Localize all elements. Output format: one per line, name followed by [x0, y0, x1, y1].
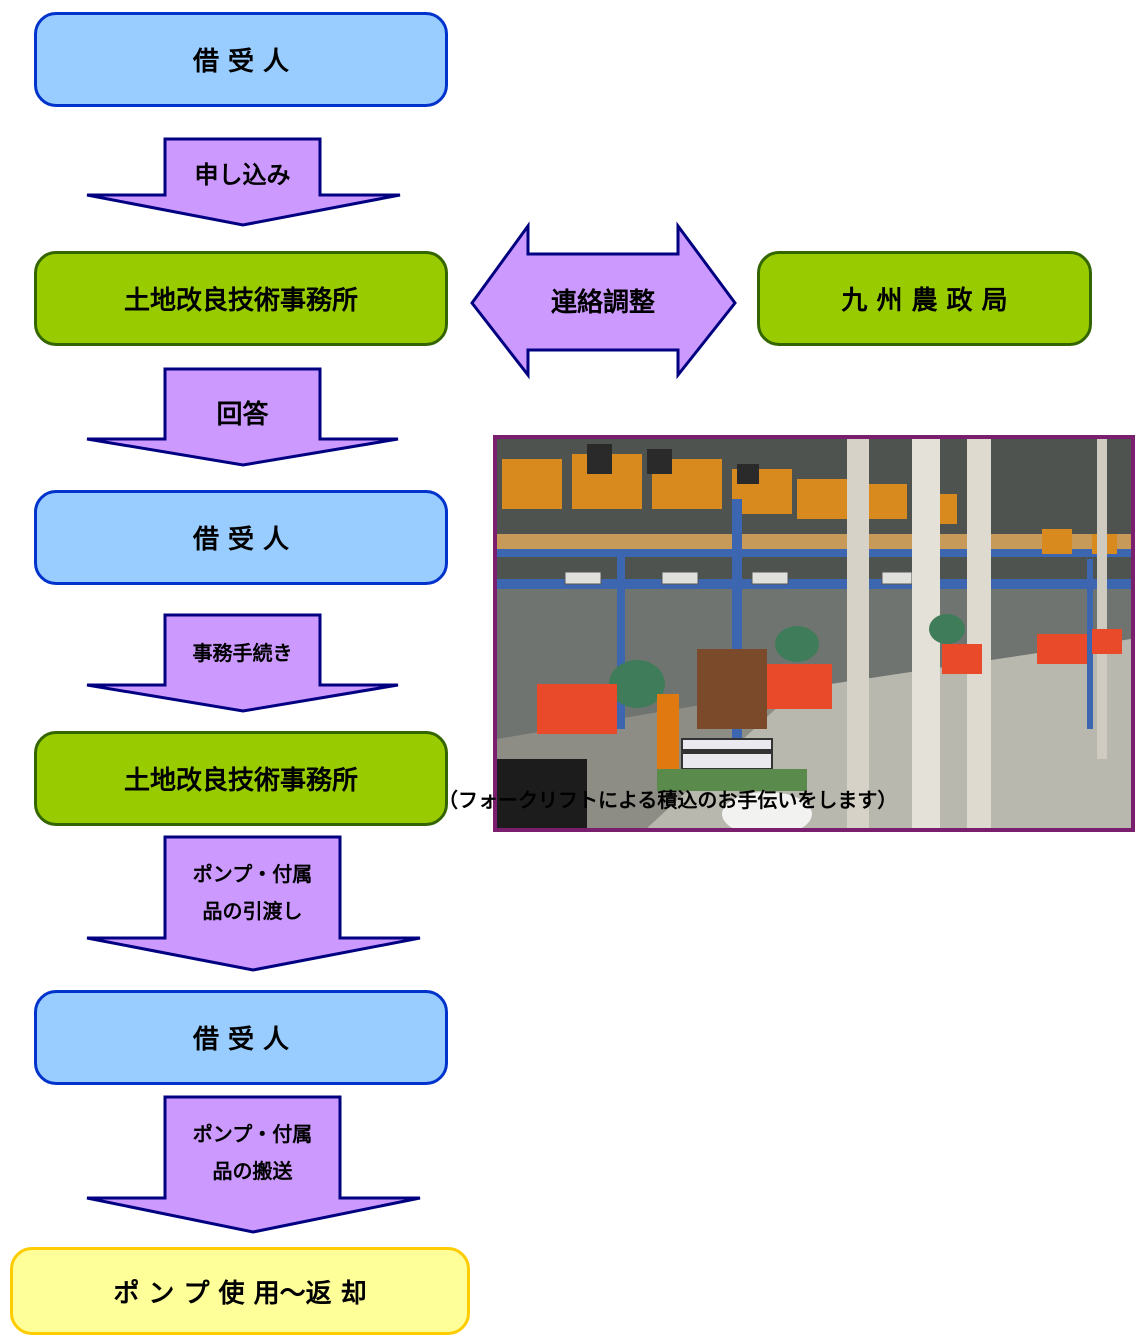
- kyushu-label: 九 州 農 政 局: [841, 286, 1008, 316]
- handover-arrow-label: ポンプ・付属 品の引渡し: [192, 862, 313, 923]
- down-arrow-apply: [86, 137, 401, 227]
- borrower-label: 借 受 人: [192, 1025, 290, 1055]
- office-label: 土地改良技術事務所: [123, 766, 358, 796]
- coordinate-arrow-label: 連絡調整: [550, 287, 655, 318]
- land-improvement-office-box-1: 土地改良技術事務所: [34, 251, 448, 346]
- pump-warehouse-photo: [493, 435, 1135, 832]
- warehouse-illustration: [497, 439, 1131, 828]
- down-arrow-reply: [86, 367, 399, 467]
- pump-use-return-box: ポ ン プ 使 用〜返 却: [10, 1247, 470, 1335]
- forklift-loading-note: （フォークリフトによる積込のお手伝いをします）: [438, 787, 898, 812]
- borrower-label: 借 受 人: [192, 525, 290, 555]
- office-label: 土地改良技術事務所: [123, 286, 358, 316]
- kyushu-agricultural-bureau-box: 九 州 農 政 局: [757, 251, 1092, 346]
- apply-arrow-label: 申し込み: [194, 161, 291, 190]
- borrower-box-3: 借 受 人: [34, 990, 448, 1085]
- transport-arrow-label: ポンプ・付属 品の搬送: [192, 1122, 313, 1183]
- final-label: ポ ン プ 使 用〜返 却: [113, 1278, 367, 1309]
- borrower-box-1: 借 受 人: [34, 12, 448, 107]
- reply-arrow-label: 回答: [216, 400, 269, 431]
- down-arrow-transport: [86, 1095, 421, 1234]
- down-arrow-handover: [86, 835, 421, 972]
- double-arrow-coordinate: [470, 221, 737, 380]
- borrower-label: 借 受 人: [192, 47, 290, 77]
- land-improvement-office-box-2: 土地改良技術事務所: [34, 731, 448, 826]
- down-arrow-paperwork: [86, 613, 399, 713]
- borrower-box-2: 借 受 人: [34, 490, 448, 585]
- paperwork-arrow-label: 事務手続き: [192, 640, 293, 665]
